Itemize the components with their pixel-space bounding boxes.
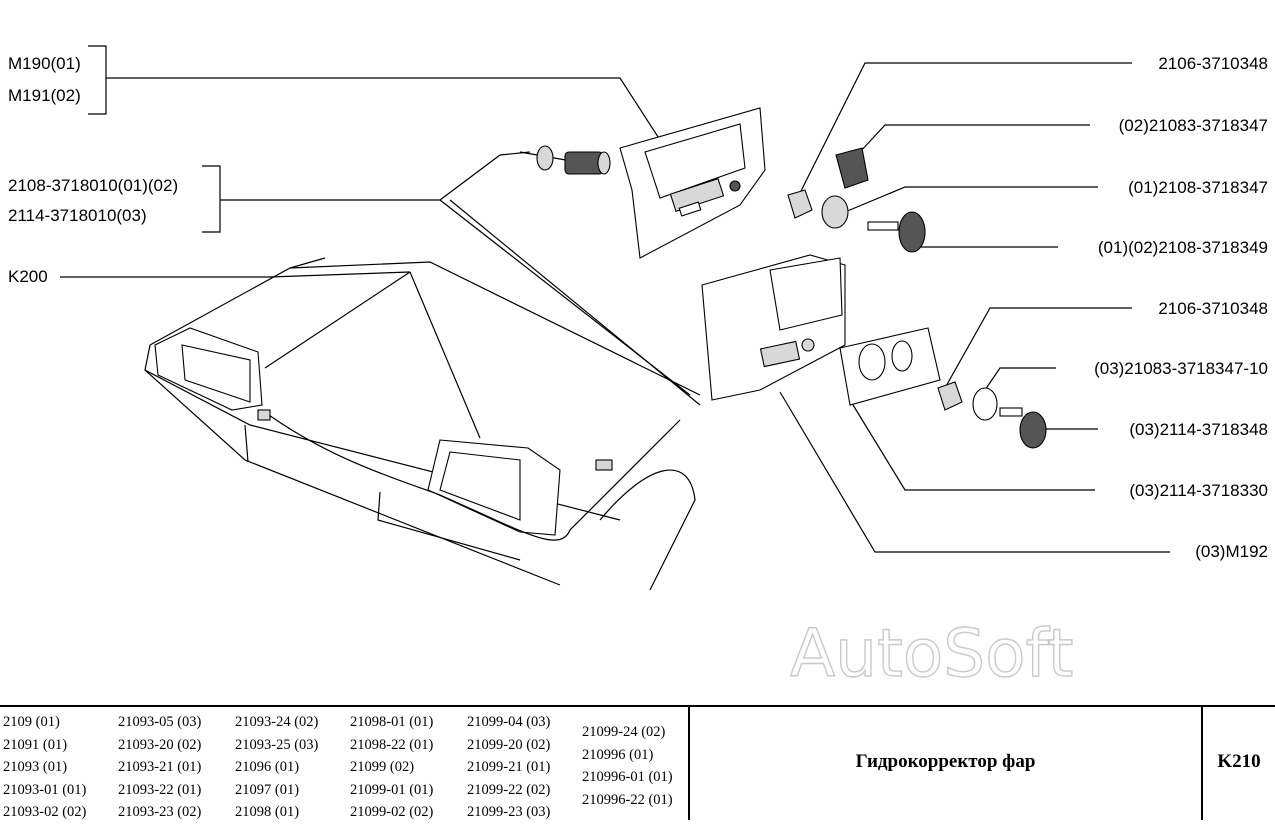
callout-2108-3718010: 2108-3718010(01)(02) [8, 176, 178, 195]
dashboard-lower [701, 254, 941, 406]
footer-divider [688, 707, 690, 820]
hydrocorrector-sensor [519, 145, 611, 175]
model-item: 21093-22 (01) [118, 781, 202, 798]
callout-2106-3710348-b: 2106-3710348 [1158, 299, 1268, 318]
model-item: 21099-21 (01) [467, 759, 551, 776]
model-item: 21099-22 (02) [467, 781, 551, 798]
model-item: 21093-23 (02) [118, 804, 202, 821]
model-item: 21093-21 (01) [118, 759, 202, 776]
model-item: 21098-22 (01) [350, 736, 434, 753]
callout-2106-3710348-a: 2106-3710348 [1158, 54, 1268, 73]
page-title: Гидрокорректор фар [855, 751, 1036, 772]
model-item: 21093-25 (03) [235, 736, 319, 753]
model-item: 21091 (01) [3, 736, 68, 753]
models-col-5: 21099-04 (03) 21099-20 (02) 21099-21 (01… [467, 711, 550, 824]
switch-parts-upper [787, 147, 926, 253]
footer-table: 2109 (01) 21091 (01) 21093 (01) 21093-01… [0, 705, 1275, 820]
callout-02-21083-3718347: (02)21083-3718347 [1119, 116, 1268, 135]
left-leaders [60, 45, 701, 439]
callout-k200: K200 [8, 267, 48, 286]
model-item: 210996 (01) [582, 746, 654, 763]
page-code: K210 [1217, 751, 1261, 772]
callout-01-2108-3718347: (01)2108-3718347 [1128, 178, 1268, 197]
model-item: 21097 (01) [235, 781, 300, 798]
model-item: 21093-05 (03) [118, 714, 202, 730]
model-item: 21099-24 (02) [582, 724, 666, 740]
models-col-1: 2109 (01) 21091 (01) 21093 (01) 21093-01… [3, 711, 86, 824]
model-item: 21093-24 (02) [235, 714, 319, 730]
model-item: 21099-02 (02) [350, 804, 434, 821]
parts-diagram: AutoSoft M190(01) M191(02) 2108-3718010(… [8, 45, 1268, 693]
models-col-4: 21098-01 (01) 21098-22 (01) 21099 (02) 2… [350, 711, 433, 824]
model-item: 21098-01 (01) [350, 714, 434, 730]
model-item: 21099-20 (02) [467, 736, 551, 753]
callout-01-02-2108-3718349: (01)(02)2108-3718349 [1098, 238, 1268, 257]
dashboard-upper [619, 107, 766, 259]
watermark: AutoSoft [790, 615, 1073, 692]
model-item: 21099-04 (03) [467, 714, 551, 730]
footer-divider [1201, 707, 1203, 820]
callout-m191: M191(02) [8, 86, 81, 105]
switch-parts-lower [937, 381, 1047, 449]
model-item: 21093-01 (01) [3, 781, 87, 798]
model-item: 21093 (01) [3, 759, 68, 776]
model-item: 21099 (02) [350, 759, 415, 776]
models-col-6: 21099-24 (02) 210996 (01) 210996-01 (01)… [582, 721, 673, 811]
model-item: 210996-22 (01) [582, 791, 673, 808]
model-item: 21093-02 (02) [3, 804, 87, 821]
models-col-3: 21093-24 (02) 21093-25 (03) 21096 (01) 2… [235, 711, 318, 824]
callout-03-2114-3718330: (03)2114-3718330 [1129, 481, 1268, 500]
model-item: 21099-01 (01) [350, 781, 434, 798]
model-item: 21096 (01) [235, 759, 300, 776]
models-col-2: 21093-05 (03) 21093-20 (02) 21093-21 (01… [118, 711, 201, 824]
model-item: 210996-01 (01) [582, 769, 673, 786]
callout-03-2114-3718348: (03)2114-3718348 [1129, 420, 1268, 439]
car-front [144, 257, 701, 591]
model-item: 21099-23 (03) [467, 804, 551, 821]
model-item: 2109 (01) [3, 714, 60, 730]
callout-03-21083-3718347-10: (03)21083-3718347-10 [1094, 359, 1268, 378]
model-item: 21093-20 (02) [118, 736, 202, 753]
callout-2114-3718010: 2114-3718010(03) [8, 206, 147, 225]
callout-03-m192: (03)M192 [1195, 542, 1268, 561]
model-item: 21098 (01) [235, 804, 300, 821]
callout-m190: M190(01) [8, 54, 81, 73]
